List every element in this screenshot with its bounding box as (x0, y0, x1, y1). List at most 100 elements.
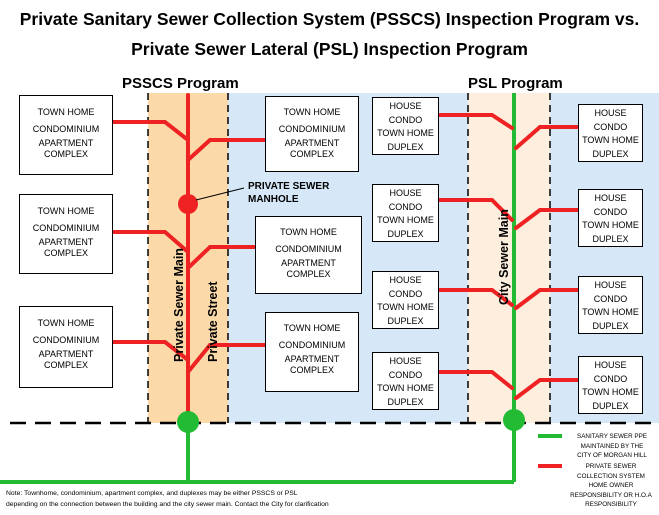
box-line: DUPLEX (387, 141, 424, 152)
legend-green-text: SANITARY SEWER PPE MAINTAINED BY THE CIT… (566, 432, 658, 461)
box-line: HOUSE (594, 280, 627, 290)
manhole-callout-line: MANHOLE (248, 194, 299, 205)
house-box-right-4: HOUSE CONDO TOWN HOME DUPLEX (578, 356, 643, 414)
box-line: TOWN HOME (377, 215, 434, 225)
legend-line: MAINTAINED BY THE (580, 442, 644, 450)
box-line: TOWN HOME (377, 128, 434, 138)
box-line: CONDO (388, 288, 423, 299)
building-box-left-2: TOWN HOME CONDOMINIUM APARTMENT COMPLEX (19, 194, 113, 274)
box-line: CONDO (593, 373, 628, 384)
box-line: APARTMENT COMPLEX (38, 138, 94, 159)
psl-lateral-line (514, 208, 580, 230)
box-line: APARTMENT COMPLEX (38, 349, 94, 370)
box-line: DUPLEX (387, 396, 424, 407)
box-line: HOUSE (389, 275, 422, 285)
title-line-1: Private Sanitary Sewer Collection System… (19, 9, 640, 29)
box-line: CONDO (388, 201, 423, 212)
box-line: CONDOMINIUM (278, 124, 346, 134)
manhole-callout: PRIVATE SEWER MANHOLE (248, 180, 329, 206)
private-sewer-main-label: Private Sewer Main (172, 248, 186, 362)
legend-line: HOME OWNER (588, 482, 634, 489)
footnote-line-1: Note: Townhome, condominium, apartment c… (6, 490, 298, 497)
box-line: CONDO (593, 293, 628, 304)
building-box-left-1: TOWN HOME CONDOMINIUM APARTMENT COMPLEX (19, 95, 113, 175)
box-line: TOWN HOME (37, 107, 95, 117)
private-street-label: Private Street (206, 281, 220, 362)
building-box-right-1: TOWN HOME CONDOMINIUM APARTMENT COMPLEX (265, 96, 359, 172)
house-box-left-2: HOUSE CONDO TOWN HOME DUPLEX (372, 184, 439, 242)
box-line: TOWN HOME (283, 323, 341, 333)
legend-red-text: PRIVATE SEWER COLLECTION SYSTEM HOME OWN… (563, 462, 659, 510)
footnote-line-2: depending on the connection between the … (6, 501, 329, 508)
lateral-line (186, 245, 257, 270)
lateral-line (186, 343, 267, 374)
psl-lateral-line (514, 288, 580, 310)
psl-lateral-line (438, 288, 514, 307)
box-line: DUPLEX (387, 228, 424, 239)
box-line: HOUSE (389, 101, 422, 111)
box-line: DUPLEX (592, 233, 629, 244)
box-line: TOWN HOME (283, 107, 341, 117)
box-line: CONDO (593, 206, 628, 217)
legend-line: RESPONSIBILITY OR H.O.A (570, 491, 652, 499)
box-line: DUPLEX (387, 315, 424, 326)
box-line: CONDO (388, 369, 423, 380)
building-box-right-3: TOWN HOME CONDOMINIUM APARTMENT COMPLEX (265, 312, 359, 392)
box-line: TOWN HOME (582, 220, 639, 230)
psl-lateral-line (438, 370, 514, 390)
private-sewer-manhole (178, 194, 198, 214)
box-line: CONDOMINIUM (32, 335, 100, 345)
box-line: CONDOMINIUM (32, 223, 100, 233)
psl-lateral-lines (438, 113, 580, 400)
box-line: HOUSE (594, 108, 627, 118)
psl-city-manhole (503, 409, 525, 431)
box-line: HOUSE (594, 193, 627, 203)
box-line: TOWN HOME (37, 318, 95, 328)
legend-line: PRIVATE SEWER (585, 463, 637, 470)
box-line: TOWN HOME (37, 206, 95, 216)
psl-lateral-line (514, 125, 580, 150)
box-line: HOUSE (594, 360, 627, 370)
box-line: DUPLEX (592, 400, 629, 411)
box-line: APARTMENT COMPLEX (284, 354, 340, 375)
lateral-line (110, 230, 190, 254)
legend-line: COLLECTION SYSTEM (577, 472, 645, 480)
house-box-left-1: HOUSE CONDO TOWN HOME DUPLEX (372, 97, 439, 155)
lateral-line (110, 120, 190, 142)
box-line: DUPLEX (592, 320, 629, 331)
box-line: TOWN HOME (582, 307, 639, 317)
psl-lateral-line (438, 198, 514, 222)
box-line: TOWN HOME (377, 383, 434, 393)
lateral-line (186, 138, 267, 162)
manhole-callout-line: PRIVATE SEWER (248, 181, 330, 192)
house-box-left-4: HOUSE CONDO TOWN HOME DUPLEX (372, 352, 439, 410)
legend-line: CITY OF MORGAN HILL (577, 452, 647, 459)
building-box-left-3: TOWN HOME CONDOMINIUM APARTMENT COMPLEX (19, 306, 113, 388)
psscs-program-label: PSSCS Program (122, 75, 239, 92)
manhole-callout-leader (195, 187, 245, 201)
box-line: CONDOMINIUM (32, 124, 100, 134)
legend-line: SANITARY SEWER PPE (577, 433, 647, 440)
box-line: APARTMENT COMPLEX (281, 258, 336, 279)
box-line: DUPLEX (592, 148, 629, 159)
lateral-line (110, 340, 190, 362)
box-line: CONDO (388, 114, 423, 125)
footnote: Note: Townhome, condominium, apartment c… (6, 488, 386, 510)
box-line: APARTMENT COMPLEX (38, 237, 94, 258)
psl-street-area (468, 93, 550, 423)
box-line: TOWN HOME (582, 135, 639, 145)
box-line: TOWN HOME (582, 387, 639, 397)
box-line: CONDO (593, 121, 628, 132)
building-box-right-2: TOWN HOME CONDOMINIUM APARTMENT COMPLEX (255, 216, 362, 294)
psscs-city-manhole (177, 411, 199, 433)
psl-lateral-line (514, 378, 580, 400)
box-line: CONDOMINIUM (275, 244, 342, 254)
house-box-left-3: HOUSE CONDO TOWN HOME DUPLEX (372, 271, 439, 329)
city-sewer-main-label: City Sewer Main (497, 209, 511, 305)
private-sewer-lines (110, 93, 267, 414)
house-box-right-1: HOUSE CONDO TOWN HOME DUPLEX (578, 104, 643, 162)
psl-lateral-line (438, 113, 514, 130)
house-box-right-2: HOUSE CONDO TOWN HOME DUPLEX (578, 189, 643, 247)
psl-program-label: PSL Program (468, 75, 563, 92)
box-line: CONDOMINIUM (278, 340, 346, 350)
